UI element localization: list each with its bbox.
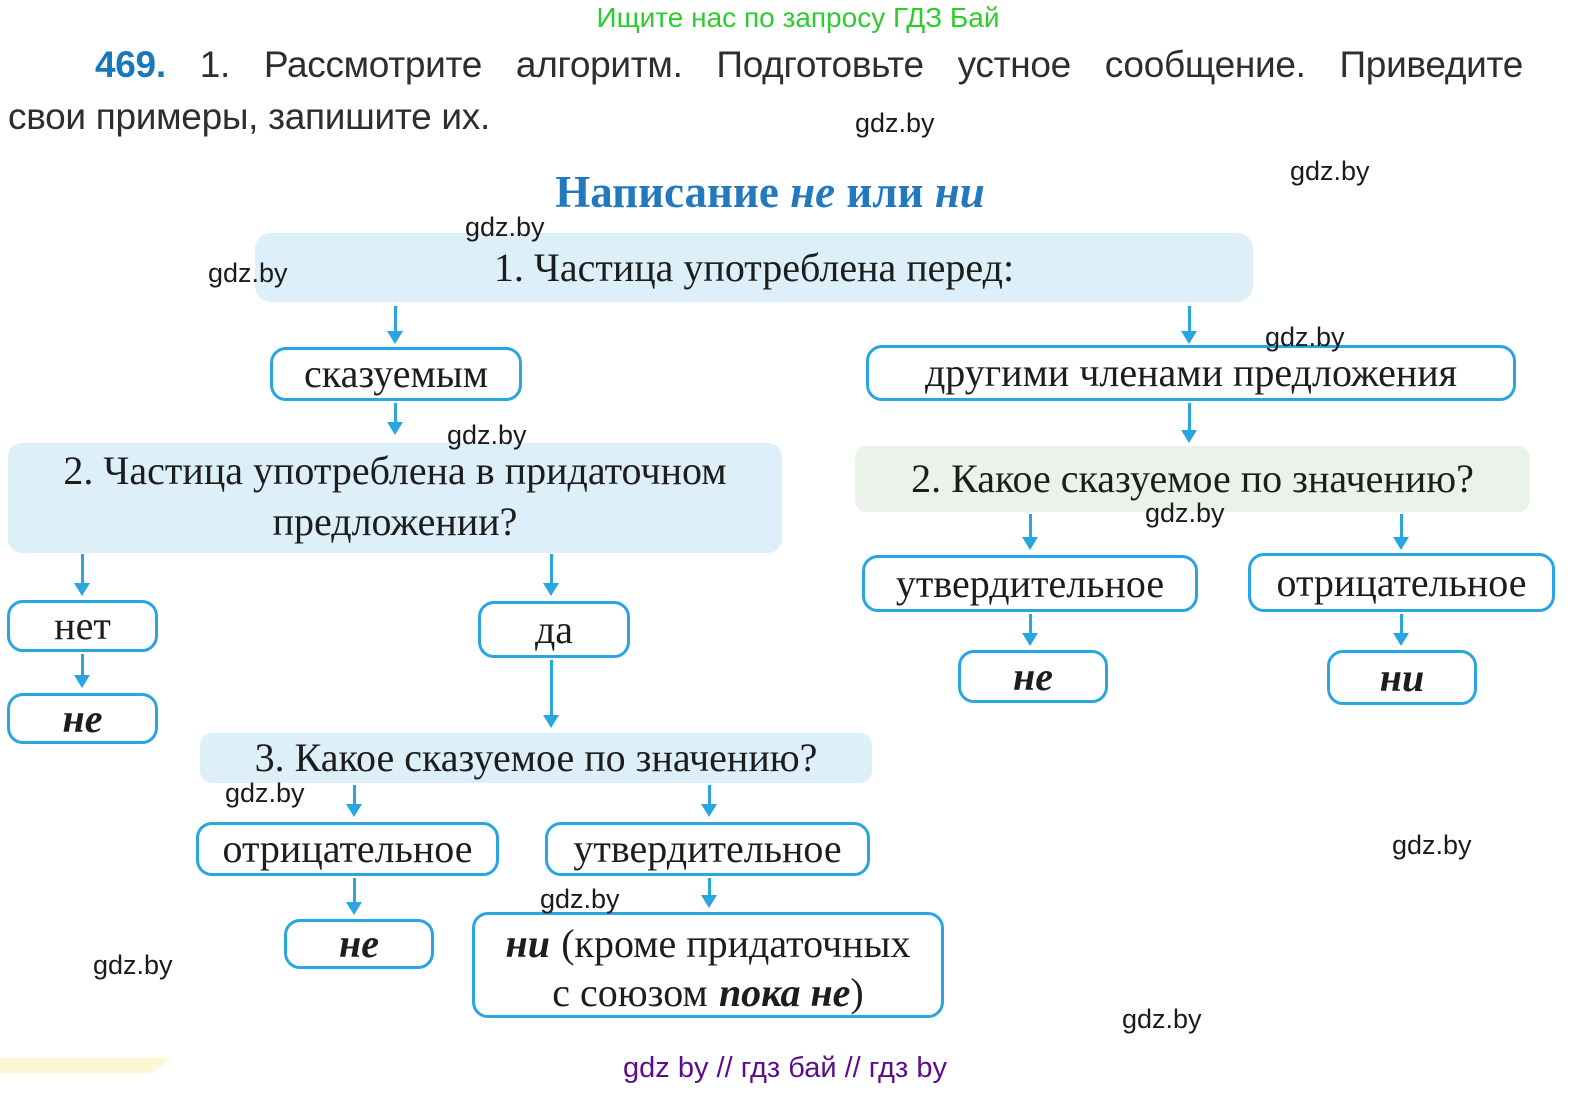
arrow-down-icon	[701, 785, 717, 817]
arrow-down-icon	[74, 654, 90, 688]
arrow-down-icon	[1393, 614, 1409, 646]
flow-box-affirmative-left: утвердительное	[545, 822, 870, 876]
watermark: gdz.by	[1122, 1004, 1202, 1034]
arrow-down-icon	[701, 878, 717, 908]
flow-box-other-members: другими членами предложения	[866, 345, 1516, 401]
figure-title-particle-ni: ни	[934, 167, 985, 217]
figure-title-word: Написание	[555, 167, 779, 217]
flow-box-predicate: сказуемым	[270, 347, 522, 401]
figure-title-word-or: или	[846, 167, 924, 217]
promo-banner-text: Ищите нас по запросу ГДЗ Бай	[596, 2, 1000, 33]
particle-poka-ne: пока не	[718, 970, 851, 1015]
flow-box-negative-right: отрицательное	[1248, 553, 1555, 612]
figure-title: Написание не или ни	[0, 166, 1540, 218]
arrow-down-icon	[1181, 306, 1197, 344]
footer-watermark-text: gdz by // гдз бай // гдз by	[623, 1052, 947, 1084]
arrow-down-icon	[1022, 514, 1038, 550]
watermark: gdz.by	[208, 258, 288, 288]
flow-panel-q3: 3. Какое сказуемое по значению?	[200, 733, 872, 783]
flow-box-result-ne-bottom: не	[284, 919, 434, 969]
watermark: gdz.by	[93, 950, 173, 980]
watermark: gdz.by	[855, 108, 935, 138]
flow-box-result-ne-left: не	[7, 693, 158, 744]
arrow-down-icon	[387, 306, 403, 344]
watermark: gdz.by	[1145, 498, 1225, 528]
watermark: gdz.by	[225, 778, 305, 808]
arrow-down-icon	[1022, 614, 1038, 646]
particle-ni: ни	[505, 921, 550, 966]
exercise-task-text: 1. Рассмотрите алгоритм. Подготовьте уст…	[199, 44, 1524, 85]
highlight-strip	[0, 1058, 172, 1073]
flow-panel-q2-left-line2: предложении?	[272, 499, 518, 544]
arrow-down-icon	[1393, 514, 1409, 550]
watermark: gdz.by	[540, 884, 620, 914]
particle-ni: ни	[1379, 655, 1425, 700]
arrow-down-icon	[346, 878, 362, 915]
flow-panel-q2-left: 2. Частица употреблена в придаточном пре…	[8, 443, 782, 553]
flow-box-result-ni-right: ни	[1327, 650, 1477, 705]
result-ni-line1: ни(кроме придаточных	[475, 919, 941, 969]
exercise-number: 469.	[95, 44, 166, 85]
watermark: gdz.by	[1392, 830, 1472, 860]
flow-panel-q2-right: 2. Какое сказуемое по значению?	[855, 446, 1530, 512]
arrow-down-icon	[74, 554, 90, 596]
exercise-text-line1: 469. 1. Рассмотрите алгоритм. Подготовьт…	[95, 44, 1523, 86]
watermark: gdz.by	[465, 212, 545, 242]
arrow-down-icon	[543, 554, 559, 596]
result-ni-close-paren: )	[850, 970, 864, 1015]
flow-box-result-ne-right: не	[958, 650, 1108, 703]
flow-panel-q2-left-line1: 2. Частица употреблена в придаточном	[63, 448, 727, 493]
arrow-down-icon	[1181, 403, 1197, 443]
arrow-down-icon	[543, 660, 559, 728]
watermark: gdz.by	[1290, 156, 1370, 186]
arrow-down-icon	[387, 403, 403, 435]
arrow-down-icon	[346, 785, 362, 817]
particle-ne: не	[339, 921, 379, 966]
exercise-text-line2: свои примеры, запишите их.	[8, 96, 490, 137]
watermark: gdz.by	[447, 420, 527, 450]
particle-ne: не	[1013, 654, 1053, 699]
flow-box-affirmative-right: утвердительное	[862, 555, 1198, 612]
result-ni-note: с союзом	[552, 970, 708, 1015]
result-ni-note: (кроме придаточных	[561, 921, 911, 966]
flow-box-yes: да	[478, 601, 630, 658]
flow-box-no: нет	[7, 600, 158, 652]
watermark: gdz.by	[1265, 322, 1345, 352]
flow-box-negative-left: отрицательное	[196, 822, 499, 876]
figure-title-particle-ne: не	[790, 167, 836, 217]
particle-ne: не	[62, 696, 103, 741]
flow-panel-q1: 1. Частица употреблена перед:	[255, 233, 1253, 302]
